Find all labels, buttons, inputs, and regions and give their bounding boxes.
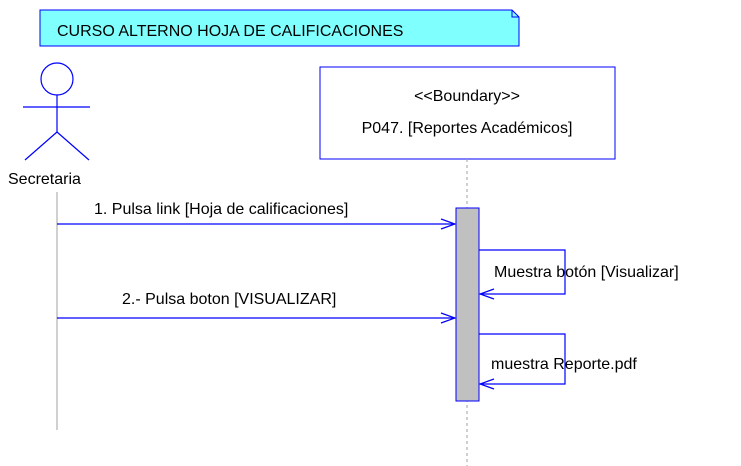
boundary-name: P047. [Reportes Académicos] (362, 120, 573, 137)
self-message-1: Muestra botón [Visualizar] (479, 249, 679, 294)
note-text: CURSO ALTERNO HOJA DE CALIFICACIONES (57, 23, 403, 40)
diagram-title-note: CURSO ALTERNO HOJA DE CALIFICACIONES (39, 9, 520, 47)
actor-name: Secretaria (8, 171, 81, 188)
actor-secretaria: Secretaria (8, 62, 90, 188)
self-message-1-label: Muestra botón [Visualizar] (494, 264, 679, 281)
message-2: 2.- Pulsa boton [VISUALIZAR] (57, 291, 455, 318)
self-message-2: muestra Reporte.pdf (479, 333, 637, 384)
message-1-label: 1. Pulsa link [Hoja de calificaciones] (94, 201, 348, 218)
boundary-stereotype: <<Boundary>> (414, 88, 520, 105)
boundary-box: <<Boundary>> P047. [Reportes Académicos] (319, 66, 616, 160)
actor-stick-figure-icon (23, 62, 90, 161)
activation-bar (455, 207, 480, 402)
message-1: 1. Pulsa link [Hoja de calificaciones] (57, 201, 455, 224)
self-message-2-label: muestra Reporte.pdf (491, 356, 637, 373)
message-2-label: 2.- Pulsa boton [VISUALIZAR] (122, 291, 336, 308)
